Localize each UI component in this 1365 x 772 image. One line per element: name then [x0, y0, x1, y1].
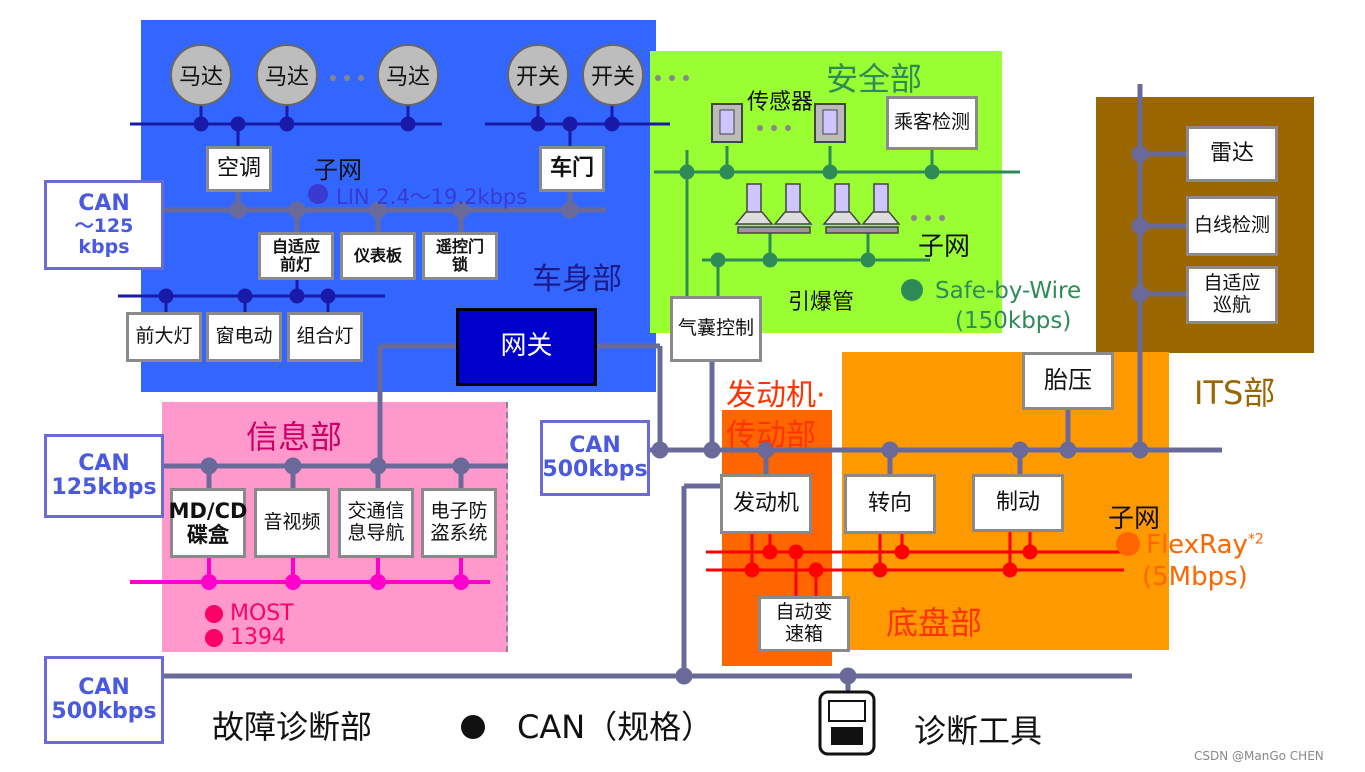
- safe-by-wire-speed: (150kbps): [955, 308, 1072, 334]
- safety-subnet-label: 子网: [918, 232, 971, 262]
- tire-pressure-node: 胎压: [1022, 352, 1114, 410]
- powertrain-dept-title-1: 发动机·: [726, 378, 826, 413]
- combination-light-node: 组合灯: [287, 312, 363, 362]
- can-label: CAN: [78, 450, 130, 476]
- chassis-subnet-label: 子网: [1108, 504, 1161, 534]
- sensor-icon: [711, 103, 846, 143]
- headlight-node: 前大灯: [126, 312, 202, 362]
- radar-node: 雷达: [1186, 126, 1278, 182]
- chassis-dept-title: 底盘部: [886, 604, 983, 642]
- adaptive-cruise-node: 自适应 巡航: [1186, 266, 1278, 324]
- can-info-box: CAN 125kbps: [44, 434, 164, 518]
- can-main-box: CAN 500kbps: [540, 420, 650, 496]
- most-label: MOST: [230, 601, 294, 626]
- can-body-box: CAN ～125 kbps: [44, 180, 164, 270]
- safety-dept-title: 安全部: [826, 60, 923, 98]
- can-spec-label: CAN（规格）: [517, 708, 714, 746]
- lane-detect-node: 白线检测: [1186, 196, 1278, 256]
- watermark: CSDN @ManGo CHEN: [1194, 749, 1324, 763]
- brake-node: 制动: [972, 474, 1064, 532]
- body-dept-title: 车身部: [532, 262, 622, 297]
- gateway-node: 网关: [456, 308, 597, 386]
- can-label: CAN: [569, 432, 621, 458]
- airbag-control-node: 气囊控制: [670, 296, 762, 362]
- motor-node: 马达: [256, 44, 318, 106]
- info-dept-title: 信息部: [246, 418, 343, 456]
- can-speed: 500kbps: [51, 699, 157, 724]
- audio-video-node: 音视频: [254, 488, 330, 558]
- lin-speed-label: LIN 2.4～19.2kbps: [336, 185, 528, 209]
- detonator-label: 引爆管: [788, 290, 855, 315]
- ieee1394-label: 1394: [230, 625, 286, 650]
- motor-node: 马达: [170, 44, 232, 106]
- passenger-detect-node: 乘客检测: [886, 96, 978, 150]
- flexray-footnote: *2: [1247, 531, 1264, 548]
- flexray-speed: (5Mbps): [1142, 562, 1248, 592]
- flexray-label: FlexRay*2: [1146, 530, 1264, 560]
- its-dept-title: ITS部: [1194, 374, 1276, 412]
- dashboard-node: 仪表板: [340, 232, 416, 280]
- sensor-label: 传感器: [747, 90, 814, 115]
- can-diag-box: CAN 500kbps: [44, 656, 164, 744]
- switch-node: 开关: [582, 44, 644, 106]
- switch-node: 开关: [507, 44, 569, 106]
- auto-transmission-node: 自动变 速箱: [758, 596, 850, 652]
- traffic-navigation-node: 交通信 息导航: [338, 488, 414, 558]
- flexray-name: FlexRay: [1146, 530, 1248, 560]
- can-speed: ～125 kbps: [74, 215, 134, 259]
- diag-tool-label: 诊断工具: [914, 712, 1043, 750]
- can-speed: 125kbps: [51, 475, 157, 500]
- safe-by-wire-label: Safe-by-Wire: [935, 278, 1082, 304]
- diagnostic-tool-icon: [818, 690, 876, 756]
- motor-node: 马达: [377, 44, 439, 106]
- diag-dept-title: 故障诊断部: [212, 708, 373, 746]
- powertrain-dept-title-2: 传动部: [726, 418, 816, 453]
- body-subnet-label: 子网: [314, 156, 362, 184]
- can-label: CAN: [78, 674, 130, 700]
- md-cd-changer-node: MD/CD 碟盒: [169, 488, 247, 558]
- steering-node: 转向: [844, 474, 936, 534]
- detonator-icon: [734, 183, 901, 234]
- adaptive-headlight-node: 自适应 前灯: [258, 232, 334, 280]
- door-node: 车门: [539, 146, 605, 192]
- remote-door-lock-node: 遥控门 锁: [422, 232, 498, 280]
- engine-node: 发动机: [720, 474, 812, 534]
- ac-node: 空调: [206, 146, 272, 192]
- can-label: CAN: [78, 191, 130, 217]
- anti-theft-node: 电子防 盗系统: [421, 488, 497, 558]
- power-window-node: 窗电动: [206, 312, 282, 362]
- can-speed: 500kbps: [542, 457, 648, 482]
